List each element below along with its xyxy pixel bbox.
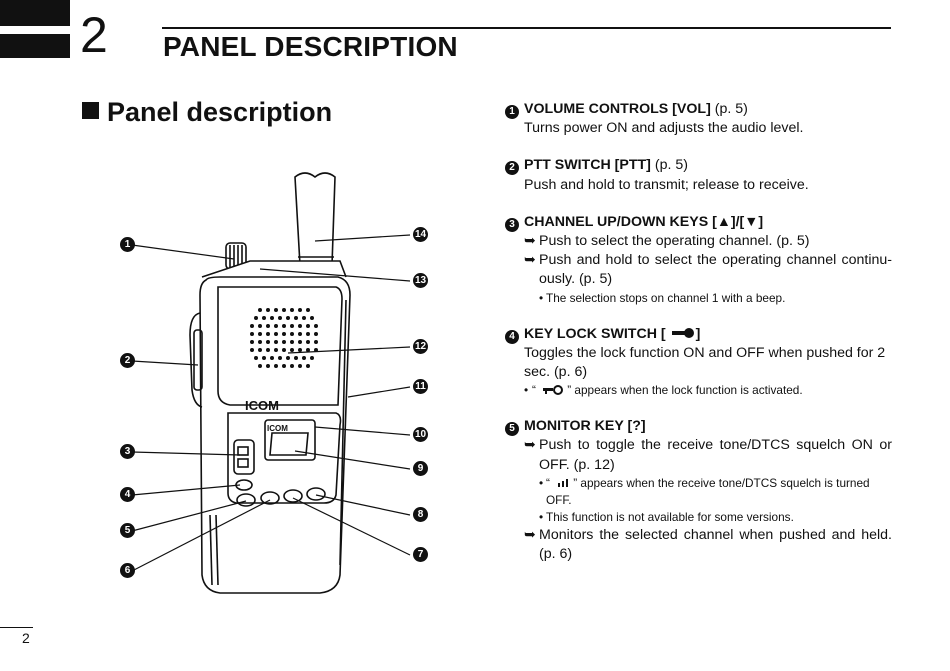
bullet-text: Push to toggle the receive tone/DTCS squ… [539, 437, 892, 473]
item-ptt: 2 PTT SWITCH [PTT] (p. 5) Push and hold t… [505, 156, 892, 194]
callout-13: 13 [413, 273, 428, 288]
chapter-tab-bar [0, 0, 70, 26]
item-title: VOLUME CONTROLS [VOL] [524, 101, 711, 117]
item-number: 1 [505, 105, 519, 119]
item-number: 4 [505, 329, 519, 344]
key-lock-indicator-icon [543, 385, 564, 396]
page-ref: (p. 5) [714, 101, 748, 117]
bullet-text: Push and hold to select the operating ch… [539, 252, 892, 288]
callout-9: 9 [413, 461, 428, 476]
callout-14: 14 [413, 227, 428, 242]
item-number: 2 [505, 161, 519, 176]
item-text: Turns power ON and adjusts the audio lev… [524, 120, 804, 137]
item-text: Push and hold to transmit; release to re… [524, 176, 809, 193]
brand-logo: ICOM [245, 398, 279, 413]
callout-11: 11 [413, 379, 428, 394]
item-volume: 1 VOLUME CONTROLS [VOL] (p. 5) Turns powe… [505, 100, 892, 138]
item-key-lock: 4 KEY LOCK SWITCH [ ] Toggles the lock fu… [505, 325, 892, 400]
callout-4: 4 [120, 487, 135, 502]
item-title: CHANNEL UP/DOWN KEYS [▲]/[▼] [524, 213, 764, 230]
callout-12: 12 [413, 339, 428, 354]
squelch-indicator-icon [558, 478, 569, 487]
arrow-bullet-icon: ➥ [524, 437, 536, 454]
item-number: 5 [505, 422, 519, 437]
item-text: Toggles the lock function ON and OFF whe… [524, 344, 886, 381]
section-title: Panel description [82, 97, 332, 128]
chapter-title: PANEL DESCRIPTION [163, 31, 458, 62]
page-ref: (p. 5) [654, 157, 688, 174]
arrow-bullet-icon: ➥ [524, 252, 536, 269]
item-title: KEY LOCK SWITCH [ [524, 325, 666, 342]
note-text: The selection stops on channel 1 with a … [546, 290, 786, 305]
callout-5: 5 [120, 523, 135, 538]
item-title: PTT SWITCH [PTT] [524, 157, 651, 174]
display-logo: ICOM [267, 424, 288, 433]
key-icon [671, 327, 694, 338]
bullet-text: Monitors the selected channel when pushe… [539, 526, 892, 563]
note-text: This function is not available for some … [546, 509, 794, 524]
item-title: MONITOR KEY [?] [524, 418, 646, 435]
item-channel-keys: 3 CHANNEL UP/DOWN KEYS [▲]/[▼] ➥Push to s… [505, 213, 892, 307]
square-bullet-icon [82, 102, 99, 119]
radio-illustration: ICOM ICOM [131, 172, 411, 594]
callout-1: 1 [120, 237, 135, 252]
item-number: 3 [505, 217, 519, 232]
callout-6: 6 [120, 563, 135, 578]
callout-8: 8 [413, 507, 428, 522]
item-title-end: ] [695, 325, 701, 342]
arrow-bullet-icon: ➥ [524, 526, 536, 543]
chapter-tab-bar [0, 34, 70, 58]
callout-2: 2 [120, 353, 135, 368]
chapter-number: 2 [80, 7, 108, 63]
description-column: 1 VOLUME CONTROLS [VOL] (p. 5) Turns powe… [505, 100, 892, 582]
arrow-bullet-icon: ➥ [524, 233, 536, 250]
callout-10: 10 [413, 427, 428, 442]
page-number-rule [0, 627, 33, 628]
callout-3: 3 [120, 444, 135, 459]
callout-7: 7 [413, 547, 428, 562]
bullet-text: Push to select the operating channel. (p… [539, 233, 810, 250]
chapter-rule [162, 27, 891, 29]
page-number: 2 [22, 630, 30, 646]
